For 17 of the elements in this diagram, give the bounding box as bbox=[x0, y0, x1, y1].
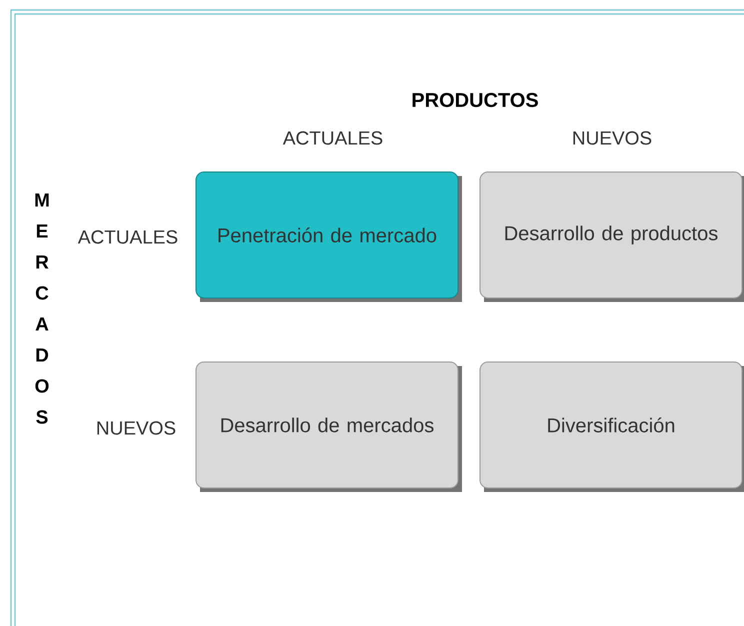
axis-label: NUEVOS bbox=[573, 131, 652, 145]
strategy-box: Penetración de mercado bbox=[196, 172, 462, 302]
axis-letter: M bbox=[35, 193, 49, 207]
axis-letter: E bbox=[36, 224, 48, 238]
axis-label: ACTUALES bbox=[282, 131, 382, 145]
strategy-box: Diversificación bbox=[480, 362, 744, 492]
axis-label: ACTUALES bbox=[78, 230, 178, 244]
axis-letter: A bbox=[36, 317, 48, 331]
axis-label: NUEVOS bbox=[97, 421, 176, 435]
axis-letter: O bbox=[35, 379, 49, 393]
axis-letter: D bbox=[36, 348, 48, 362]
axis-letter: S bbox=[36, 410, 48, 424]
strategy-box: Desarrollo de productos bbox=[480, 172, 744, 302]
strategy-box: Desarrollo de mercados bbox=[196, 362, 462, 492]
axis-letter: C bbox=[36, 286, 48, 300]
axis-title: PRODUCTOS bbox=[412, 92, 538, 108]
axis-letter: R bbox=[36, 255, 48, 269]
